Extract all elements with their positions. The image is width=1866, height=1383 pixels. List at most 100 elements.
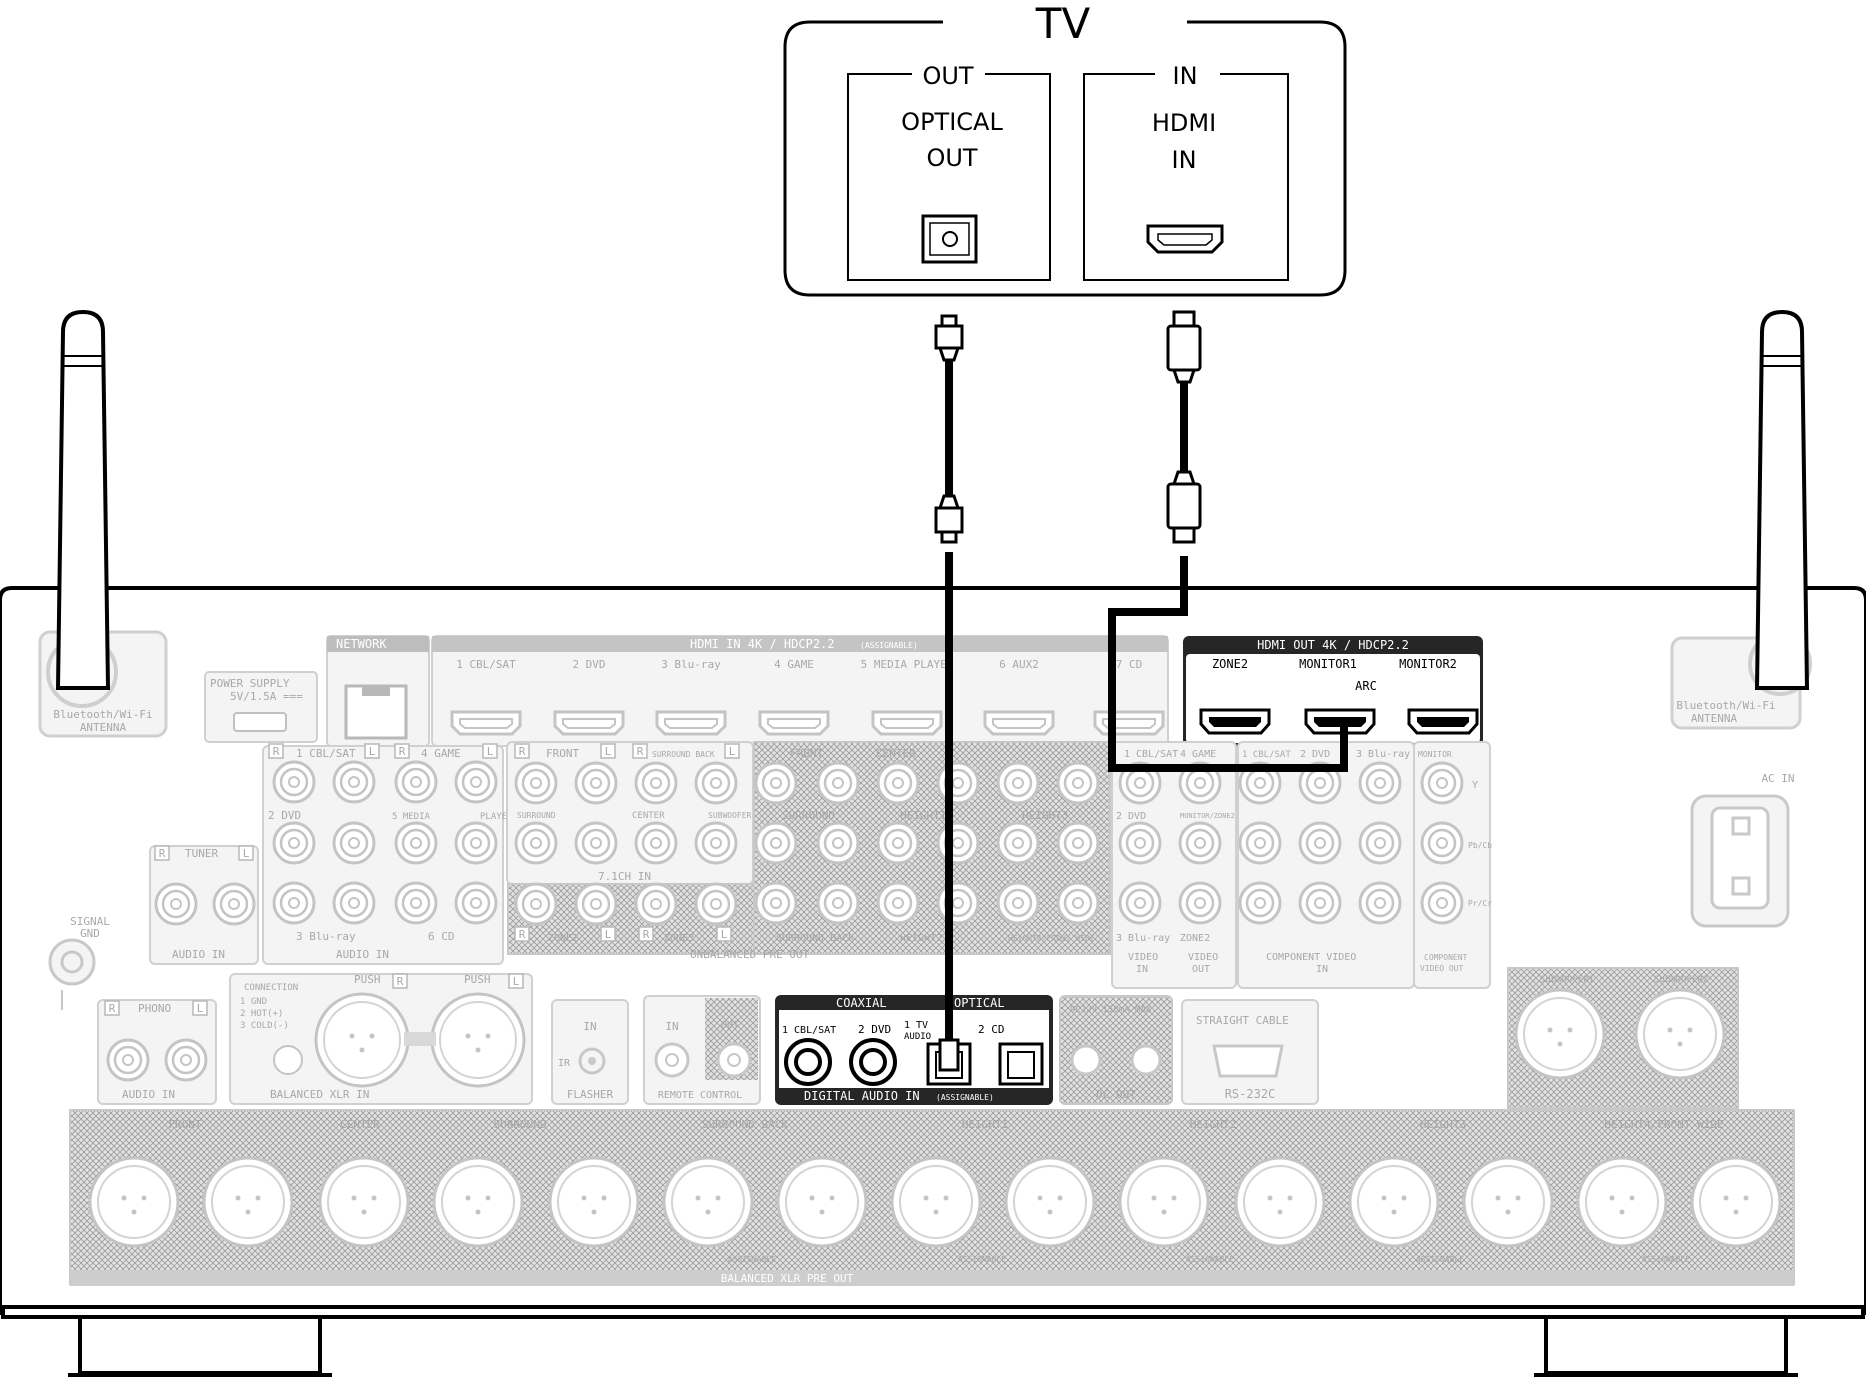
- xlr-pre-out-assignable: ASSIGNABLE: [728, 1255, 776, 1264]
- dc-out-label: DC OUT: [1096, 1088, 1136, 1101]
- xlr-pre-out-jack: [202, 1156, 294, 1248]
- hdmi-in-input-label: 2 DVD: [572, 658, 605, 671]
- component-bluray-label: 3 Blu-ray: [1356, 749, 1410, 760]
- video-cbl-label: 1 CBL/SAT: [1124, 749, 1178, 760]
- pre-out-jack: [996, 761, 1040, 805]
- hdmi-cable: [1108, 310, 1348, 772]
- xlr-pre-out-jack: [1004, 1156, 1096, 1248]
- xlr-pre-out-jack: [1234, 1156, 1326, 1248]
- digital-optical-label: OPTICAL: [954, 996, 1005, 1010]
- hdmi-out-monitor1-label: MONITOR1: [1299, 657, 1357, 671]
- phono-l-badge: L: [192, 1000, 208, 1016]
- hdmi-in-input-label: 6 AUX2: [999, 658, 1039, 671]
- xlr-pre-out-group-label: SURROUND BACK: [702, 1118, 788, 1131]
- hdmi-out-zone2-port: [1199, 708, 1271, 735]
- hdmi-in-input-label: 3 Blu-ray: [661, 658, 721, 671]
- svg-text:R: R: [637, 745, 644, 758]
- flasher-in-label: IN: [583, 1020, 596, 1033]
- pre-out-jack: [816, 761, 860, 805]
- pre-out-height2-label: HEIGHT2: [900, 933, 942, 944]
- hdmi-in-port: [983, 710, 1055, 736]
- composite-video-panel: 1 CBL/SAT 4 GAME 2 DVD MONITOR/ZONE2 3 B…: [1111, 741, 1237, 989]
- xlr-pre-out-jack: [890, 1156, 982, 1248]
- rs232c-cable-label: STRAIGHT CABLE: [1196, 1014, 1289, 1027]
- pre-out-jack: [1056, 881, 1100, 925]
- xlr-in-r-badge: R: [392, 973, 408, 989]
- video-bluray-label: 3 Blu-ray: [1116, 933, 1170, 944]
- tv-unit: TV OUT OPTICAL OUT IN HDMI IN: [783, 0, 1347, 297]
- audio-in-jack: [272, 821, 316, 865]
- xlr-pre-out-group-label: HEIGHT2: [1190, 1118, 1236, 1131]
- xlr-pre-out-assignable: ASSIGNABLE: [958, 1255, 1006, 1264]
- antenna-left-label-2: ANTENNA: [80, 721, 127, 734]
- component-monitor-label: MONITOR: [1418, 750, 1452, 759]
- hdmi-in-input-label: 5 MEDIA PLAYER: [861, 658, 954, 671]
- audio-in-jack: [454, 760, 498, 804]
- rs232c-panel: STRAIGHT CABLE RS-232C: [1181, 999, 1319, 1105]
- seven-ch-l-badge: L: [724, 743, 740, 759]
- pre-out-jack: [816, 821, 860, 865]
- seven-ch-sub-label: SUBWOOFER: [708, 811, 752, 820]
- component-jack: [1420, 821, 1464, 865]
- pre-out-jack: [876, 821, 920, 865]
- video-out-label: VIDEO: [1188, 952, 1218, 963]
- pre-out-zone3-label: ZONE3: [664, 933, 694, 944]
- tuner-l-badge: L: [238, 845, 254, 861]
- antenna-right-label: Bluetooth/Wi-Fi: [1676, 699, 1775, 712]
- antenna-left-label: Bluetooth/Wi-Fi: [53, 708, 152, 721]
- seven-ch-jack: [634, 761, 678, 805]
- power-supply-spec: 5V/1.5A ===: [230, 690, 303, 703]
- seven-ch-jack: [694, 761, 738, 805]
- subwoofer-xlr-panel: SUBWOOFER1 SUBWOOFER2: [1507, 967, 1739, 1109]
- receiver-body: [0, 586, 1866, 1377]
- pre-out-jack: [876, 881, 920, 925]
- svg-text:L: L: [721, 928, 728, 941]
- tuner-audio-in-label: AUDIO IN: [172, 948, 225, 961]
- pre-out-jack: [1056, 821, 1100, 865]
- video-jack: [1178, 821, 1222, 865]
- hdmi-in-input-label: 7 CD: [1116, 658, 1143, 671]
- pre-out-height1-label: HEIGHT1: [900, 809, 946, 822]
- audio-in-game-label: 4 GAME: [421, 747, 461, 760]
- hdmi-in-port: [1093, 710, 1165, 736]
- xlr-pre-out-group-label: FRONT: [168, 1118, 201, 1131]
- antenna-left: Bluetooth/Wi-Fi ANTENNA: [38, 309, 168, 738]
- component-jack: [1358, 881, 1402, 925]
- component-jack: [1298, 821, 1342, 865]
- tuner-jack-l: [212, 882, 256, 926]
- remote-label: REMOTE CONTROL: [658, 1090, 742, 1101]
- seven-ch-jack: [574, 821, 618, 865]
- pre-out-jack: [996, 881, 1040, 925]
- xlr-pre-out-group-label: SURROUND: [494, 1118, 547, 1131]
- svg-text:L: L: [605, 928, 612, 941]
- phono-jack-r: [106, 1038, 150, 1082]
- digital-audio-in-panel: COAXIAL OPTICAL 1 CBL/SAT 2 DVD 1 TV AUD…: [775, 995, 1053, 1105]
- seven-ch-front-label: FRONT: [546, 747, 579, 760]
- network-port: NETWORK: [326, 635, 430, 747]
- pre-out-zone-jack: [514, 882, 558, 926]
- xlr-in-pin2: 2 HOT(+): [240, 1009, 283, 1019]
- component-out-label: COMPONENT: [1424, 953, 1468, 962]
- component-jack: [1238, 881, 1282, 925]
- pre-out-zone2-label: ZONE2: [548, 933, 578, 944]
- digital-opt2-label: 2 CD: [978, 1023, 1005, 1036]
- component-out-label-2: VIDEO OUT: [1420, 964, 1464, 973]
- tv-out-label: OUT: [922, 62, 973, 90]
- remote-out-label: OUT: [721, 1020, 739, 1031]
- svg-text:R: R: [159, 847, 166, 860]
- pre-out-jack: [816, 881, 860, 925]
- remote-in-label: IN: [665, 1020, 678, 1033]
- subwoofer1-xlr-jack: [1514, 988, 1606, 1080]
- coaxial-jack-1: [784, 1038, 832, 1086]
- digital-opt1-label: 1 TV: [904, 1020, 928, 1031]
- pre-out-jack: [936, 881, 980, 925]
- svg-text:R: R: [519, 928, 526, 941]
- zone2-r-badge: R: [514, 926, 530, 942]
- audio-in-jack: [394, 881, 438, 925]
- audio-in-l-badge: L: [482, 743, 498, 759]
- audio-in-label: AUDIO IN: [336, 948, 389, 961]
- xlr-in-panel: CONNECTION 1 GND 2 HOT(+) 3 COLD(-) PUSH…: [229, 973, 533, 1105]
- xlr-pre-out-jack: [1576, 1156, 1668, 1248]
